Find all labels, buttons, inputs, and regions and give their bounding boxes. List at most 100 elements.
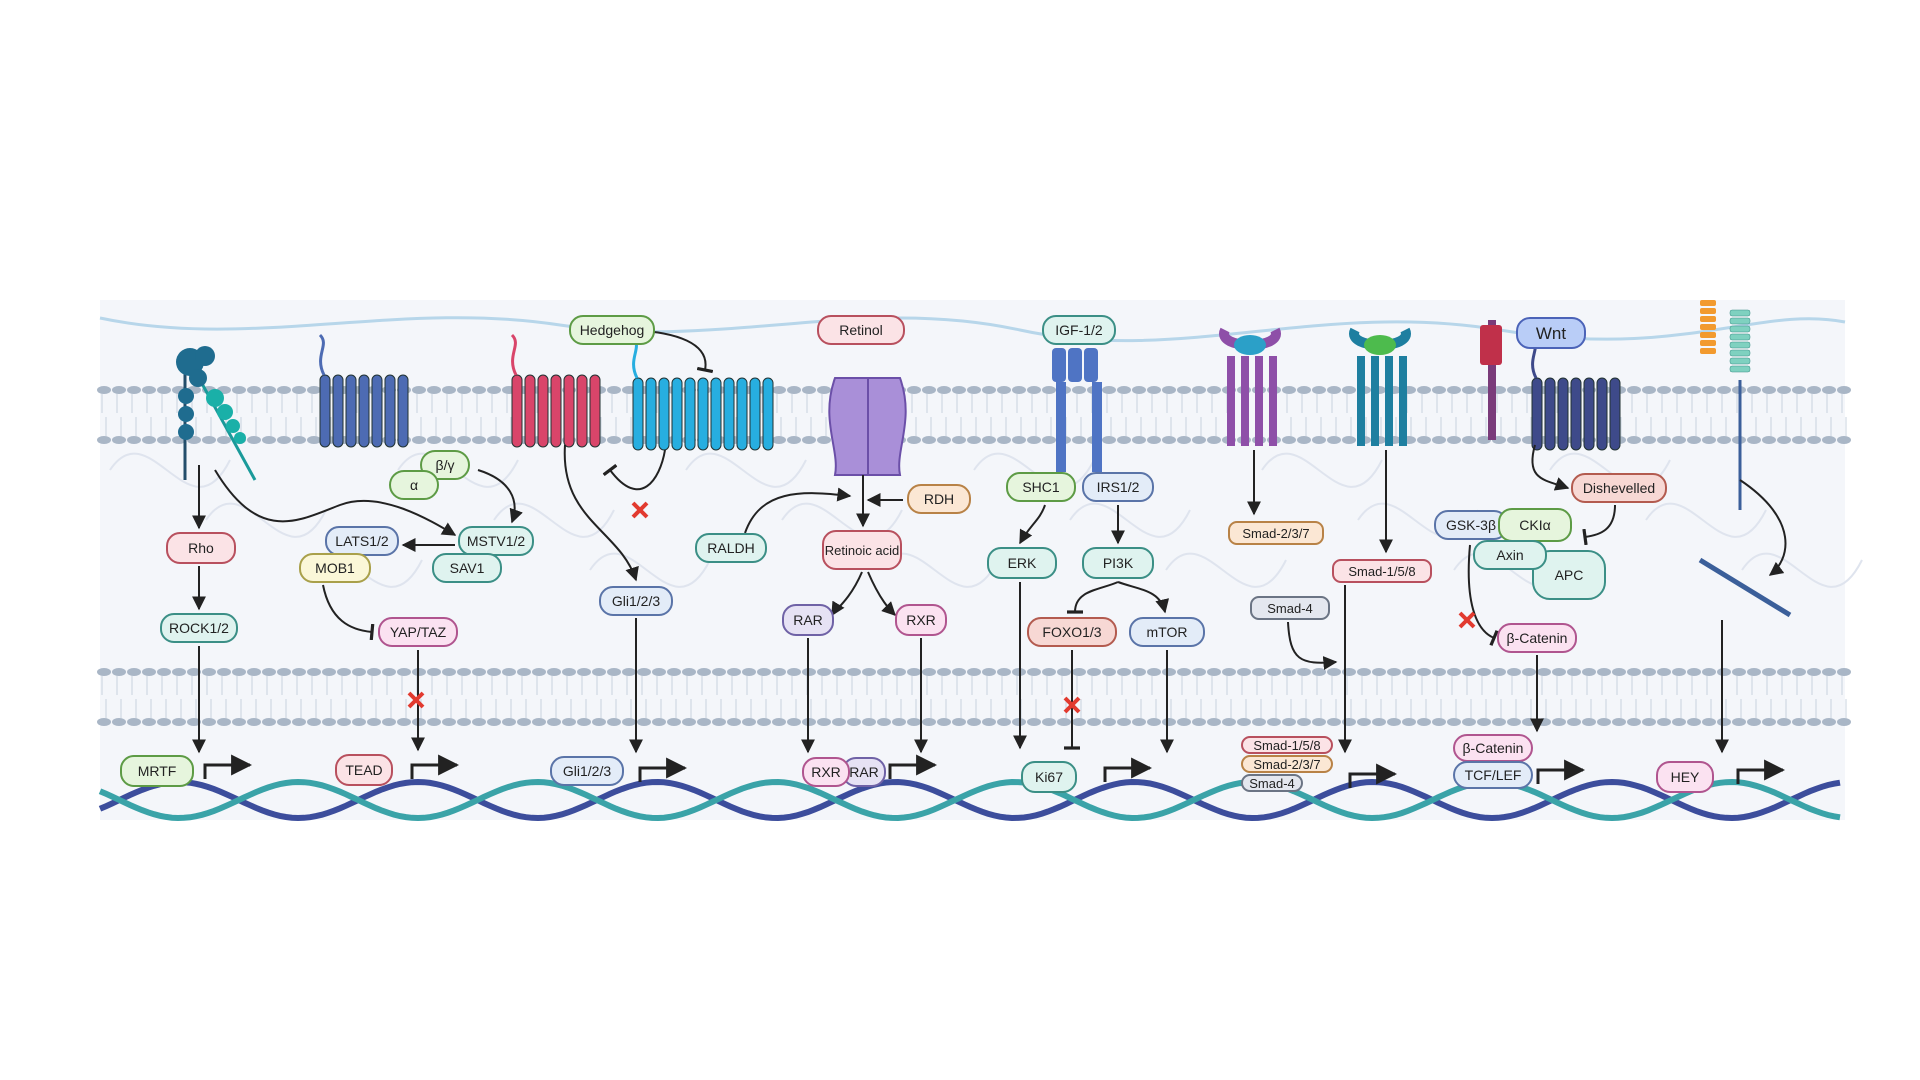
mob1-node: MOB1: [299, 553, 371, 583]
lipid-head: [247, 668, 261, 676]
transcription-start-arrow: [1536, 759, 1586, 784]
lipid-head: [307, 668, 321, 676]
lipid-head: [1702, 668, 1716, 676]
notch-repeat: [1729, 341, 1751, 349]
lipid-head: [532, 718, 546, 726]
lipid-head: [127, 668, 141, 676]
lipid-head: [427, 386, 441, 394]
notch-repeat: [1729, 357, 1751, 365]
lipid-head: [1762, 386, 1776, 394]
lipid-head: [1327, 668, 1341, 676]
retinol-node: Retinol: [817, 315, 905, 345]
gli123-nucleus-node: Gli1/2/3: [550, 756, 624, 786]
lipid-head: [202, 718, 216, 726]
lipid-head: [1057, 718, 1071, 726]
lipid-head: [277, 668, 291, 676]
lipid-head: [217, 668, 231, 676]
lipid-head: [1492, 718, 1506, 726]
n-terminus-loop: [510, 333, 518, 376]
transmembrane-helix: [1583, 377, 1595, 451]
lipid-head: [487, 436, 501, 444]
lipid-head: [1627, 718, 1641, 726]
lipid-head: [1027, 386, 1041, 394]
bound-ligand: [1364, 335, 1396, 355]
lipid-head: [1582, 718, 1596, 726]
lipid-head: [1837, 386, 1851, 394]
lipid-head: [1117, 668, 1131, 676]
lipid-head: [1687, 718, 1701, 726]
lipid-head: [127, 436, 141, 444]
lipid-head: [787, 668, 801, 676]
tead-node: TEAD: [335, 754, 393, 786]
transmembrane-helix: [524, 374, 536, 448]
lipid-head: [1327, 718, 1341, 726]
lipid-head: [487, 718, 501, 726]
lipid-head: [1732, 718, 1746, 726]
egf-repeat: [1700, 308, 1716, 314]
receptor-subunit: [1052, 348, 1066, 382]
lipid-head: [847, 668, 861, 676]
lipid-head: [1327, 386, 1341, 394]
lipid-head: [1072, 436, 1086, 444]
transmembrane-helix: [550, 374, 562, 448]
lipid-head: [1717, 668, 1731, 676]
lipid-head: [1297, 718, 1311, 726]
lipid-head: [802, 436, 816, 444]
transcription-start-arrow: [203, 754, 253, 779]
cytoskeleton-filament: [685, 452, 807, 488]
lipid-head: [247, 386, 261, 394]
lipid-head: [1237, 718, 1251, 726]
transmembrane-helix: [345, 374, 357, 448]
transmembrane-helix: [632, 377, 644, 451]
lipid-head: [622, 668, 636, 676]
lipid-head: [1447, 718, 1461, 726]
lats12-node: LATS1/2: [325, 526, 399, 556]
lipid-head: [457, 668, 471, 676]
lipid-head: [487, 386, 501, 394]
receptor-chain: [1255, 356, 1263, 446]
tgf-beta-receptor: [1219, 327, 1281, 446]
lipid-head: [1312, 436, 1326, 444]
erk-node: ERK: [987, 547, 1057, 579]
lipid-head: [1792, 436, 1806, 444]
lipid-head: [1687, 668, 1701, 676]
lipid-head: [817, 436, 831, 444]
receptor-chain: [1227, 356, 1235, 446]
cytoskeleton-filament: [493, 502, 615, 538]
lipid-head: [1657, 436, 1671, 444]
lipid-head: [607, 668, 621, 676]
lipid-head: [1147, 386, 1161, 394]
lipid-head: [1042, 718, 1056, 726]
lipid-head: [1192, 718, 1206, 726]
lipid-head: [112, 386, 126, 394]
integrin-domain: [189, 369, 207, 387]
lipid-head: [502, 718, 516, 726]
smad158-nucleus-node: Smad-1/5/8: [1241, 736, 1333, 754]
lipid-head: [97, 668, 111, 676]
lipid-head: [787, 386, 801, 394]
lipid-head: [727, 718, 741, 726]
transmembrane-helix: [319, 374, 331, 448]
lipid-head: [727, 668, 741, 676]
lipid-head: [352, 718, 366, 726]
lipid-head: [1447, 436, 1461, 444]
lipid-head: [1207, 386, 1221, 394]
lipid-head: [622, 718, 636, 726]
transcription-start-arrow: [888, 754, 938, 779]
lipid-head: [1807, 668, 1821, 676]
lipid-head: [877, 718, 891, 726]
lipid-head: [1567, 668, 1581, 676]
lipid-head: [1312, 386, 1326, 394]
lipid-head: [232, 386, 246, 394]
lipid-head: [1297, 386, 1311, 394]
lipid-head: [1822, 436, 1836, 444]
lipid-head: [292, 436, 306, 444]
lipid-head: [1117, 386, 1131, 394]
lipid-head: [667, 718, 681, 726]
lipid-head: [442, 436, 456, 444]
lipid-head: [907, 386, 921, 394]
igf-receptor: [1052, 348, 1102, 472]
lipid-head: [1762, 436, 1776, 444]
lipid-head: [517, 668, 531, 676]
lipid-head: [1477, 668, 1491, 676]
